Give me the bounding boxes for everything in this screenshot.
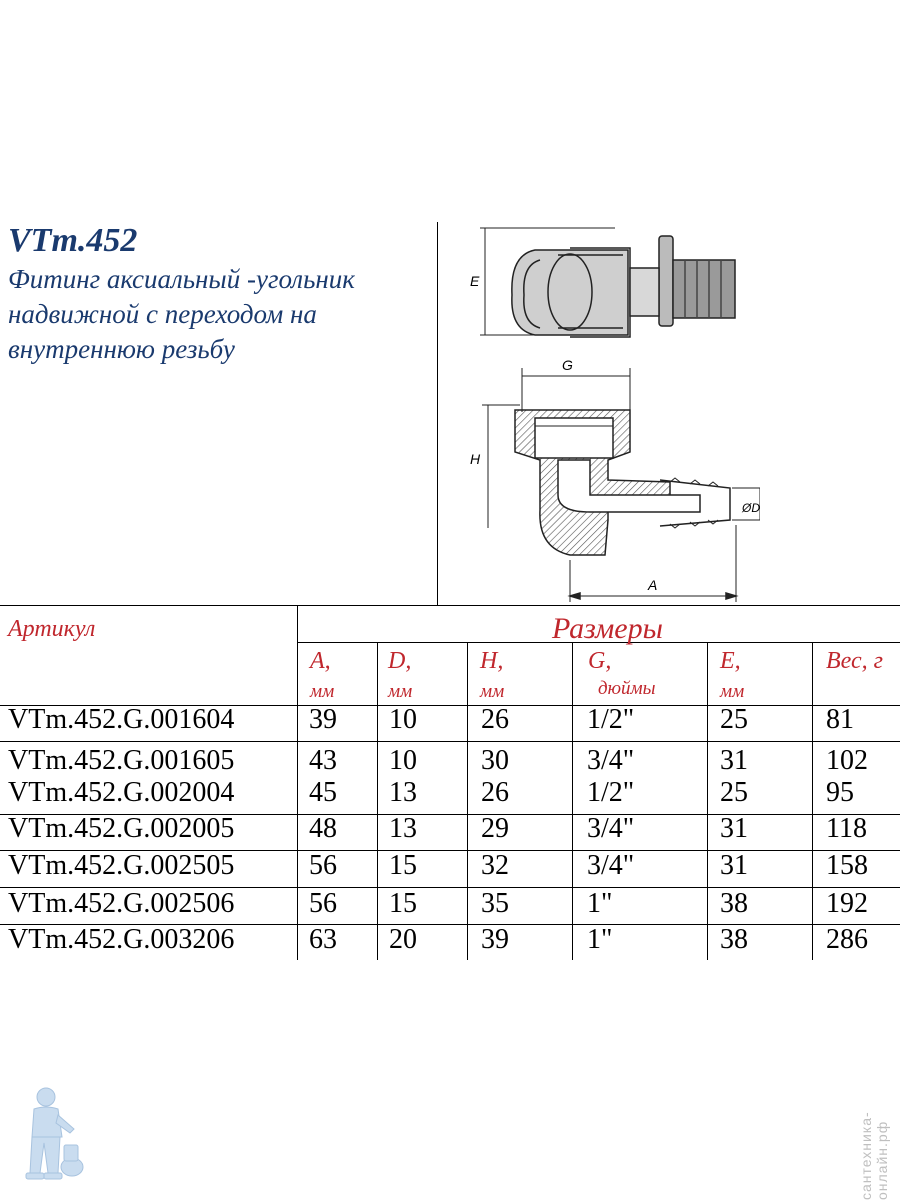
row-cell: 286 — [826, 924, 868, 955]
column-divider — [297, 605, 298, 960]
row-cell: 26 — [481, 777, 509, 808]
description-line-3: внутреннюю резьбу — [8, 334, 235, 364]
row-cell: 31 — [720, 745, 748, 776]
row-cell: 38 — [720, 924, 748, 955]
row-cell: 56 — [309, 850, 337, 881]
col-h-symbol: H, — [480, 648, 504, 674]
row-cell: 10 — [389, 745, 417, 776]
row-divider — [0, 887, 900, 888]
row-cell: 13 — [389, 777, 417, 808]
dim-label-h: H — [470, 451, 481, 467]
col-h-unit: мм — [480, 681, 505, 702]
row-cell: 43 — [309, 745, 337, 776]
section-view — [482, 368, 760, 602]
row-cell: 25 — [720, 777, 748, 808]
column-divider — [572, 642, 573, 960]
row-cell: 1" — [587, 888, 613, 919]
row-cell: 3/4" — [587, 745, 635, 776]
sizes-header: Размеры — [552, 612, 663, 645]
dim-label-e: E — [470, 273, 480, 289]
col-a-unit: мм — [310, 681, 335, 702]
row-cell: 30 — [481, 745, 509, 776]
row-cell: 20 — [389, 924, 417, 955]
col-e-symbol: E, — [720, 648, 741, 674]
row-article: VTm.452.G.001605 — [8, 745, 235, 776]
header-bottom-border — [0, 705, 900, 706]
row-cell: 39 — [309, 704, 337, 735]
site-watermark: сантехника-онлайн.рф — [858, 1111, 890, 1200]
dim-label-g: G — [562, 357, 573, 373]
row-cell: 56 — [309, 888, 337, 919]
column-divider — [812, 642, 813, 960]
dim-label-a: A — [647, 577, 657, 593]
row-divider — [0, 741, 900, 742]
description-line-2: надвижной с переходом на — [8, 299, 317, 329]
row-cell: 48 — [309, 813, 337, 844]
description-line-1: Фитинг аксиальный -угольник — [8, 264, 355, 294]
section-divider — [437, 222, 438, 606]
top-view — [480, 227, 736, 338]
row-cell: 1/2" — [587, 777, 635, 808]
row-cell: 31 — [720, 813, 748, 844]
header-divider — [297, 642, 900, 643]
row-cell: 81 — [826, 704, 854, 735]
row-cell: 10 — [389, 704, 417, 735]
row-cell: 45 — [309, 777, 337, 808]
row-cell: 158 — [826, 850, 868, 881]
plumber-mascot-logo — [25, 1087, 84, 1180]
fitting-technical-drawing: E G H ØD A — [470, 227, 760, 602]
row-article: VTm.452.G.002505 — [8, 850, 235, 881]
row-article: VTm.452.G.002005 — [8, 813, 235, 844]
row-cell: 31 — [720, 850, 748, 881]
product-code: VTm.452 — [8, 222, 138, 259]
col-d-symbol: D, — [388, 648, 412, 674]
row-cell: 13 — [389, 813, 417, 844]
row-cell: 63 — [309, 924, 337, 955]
row-cell: 1" — [587, 924, 613, 955]
col-a-symbol: A, — [310, 648, 331, 674]
col-g-unit: дюймы — [598, 678, 656, 699]
row-cell: 3/4" — [587, 813, 635, 844]
row-cell: 26 — [481, 704, 509, 735]
artikul-header: Артикул — [8, 616, 96, 642]
row-divider — [0, 924, 900, 925]
row-cell: 29 — [481, 813, 509, 844]
row-cell: 95 — [826, 777, 854, 808]
col-d-unit: мм — [388, 681, 413, 702]
row-cell: 1/2" — [587, 704, 635, 735]
col-g-symbol: G, — [588, 648, 612, 674]
product-description: Фитинг аксиальный -угольник надвижной с … — [8, 262, 428, 367]
dim-label-d: ØD — [741, 501, 760, 515]
column-divider — [467, 642, 468, 960]
row-cell: 39 — [481, 924, 509, 955]
col-weight-symbol: Вес, г — [826, 648, 884, 674]
row-cell: 32 — [481, 850, 509, 881]
row-article: VTm.452.G.002506 — [8, 888, 235, 919]
row-divider — [0, 850, 900, 851]
row-cell: 192 — [826, 888, 868, 919]
column-divider — [707, 642, 708, 960]
row-cell: 118 — [826, 813, 867, 844]
row-cell: 15 — [389, 888, 417, 919]
table-top-border — [0, 605, 900, 606]
col-e-unit: мм — [720, 681, 745, 702]
row-cell: 15 — [389, 850, 417, 881]
row-cell: 35 — [481, 888, 509, 919]
row-cell: 102 — [826, 745, 868, 776]
row-cell: 3/4" — [587, 850, 635, 881]
row-article: VTm.452.G.001604 — [8, 704, 235, 735]
row-article: VTm.452.G.003206 — [8, 924, 235, 955]
row-article: VTm.452.G.002004 — [8, 777, 235, 808]
row-cell: 25 — [720, 704, 748, 735]
row-cell: 38 — [720, 888, 748, 919]
column-divider — [377, 642, 378, 960]
row-divider — [0, 814, 900, 815]
